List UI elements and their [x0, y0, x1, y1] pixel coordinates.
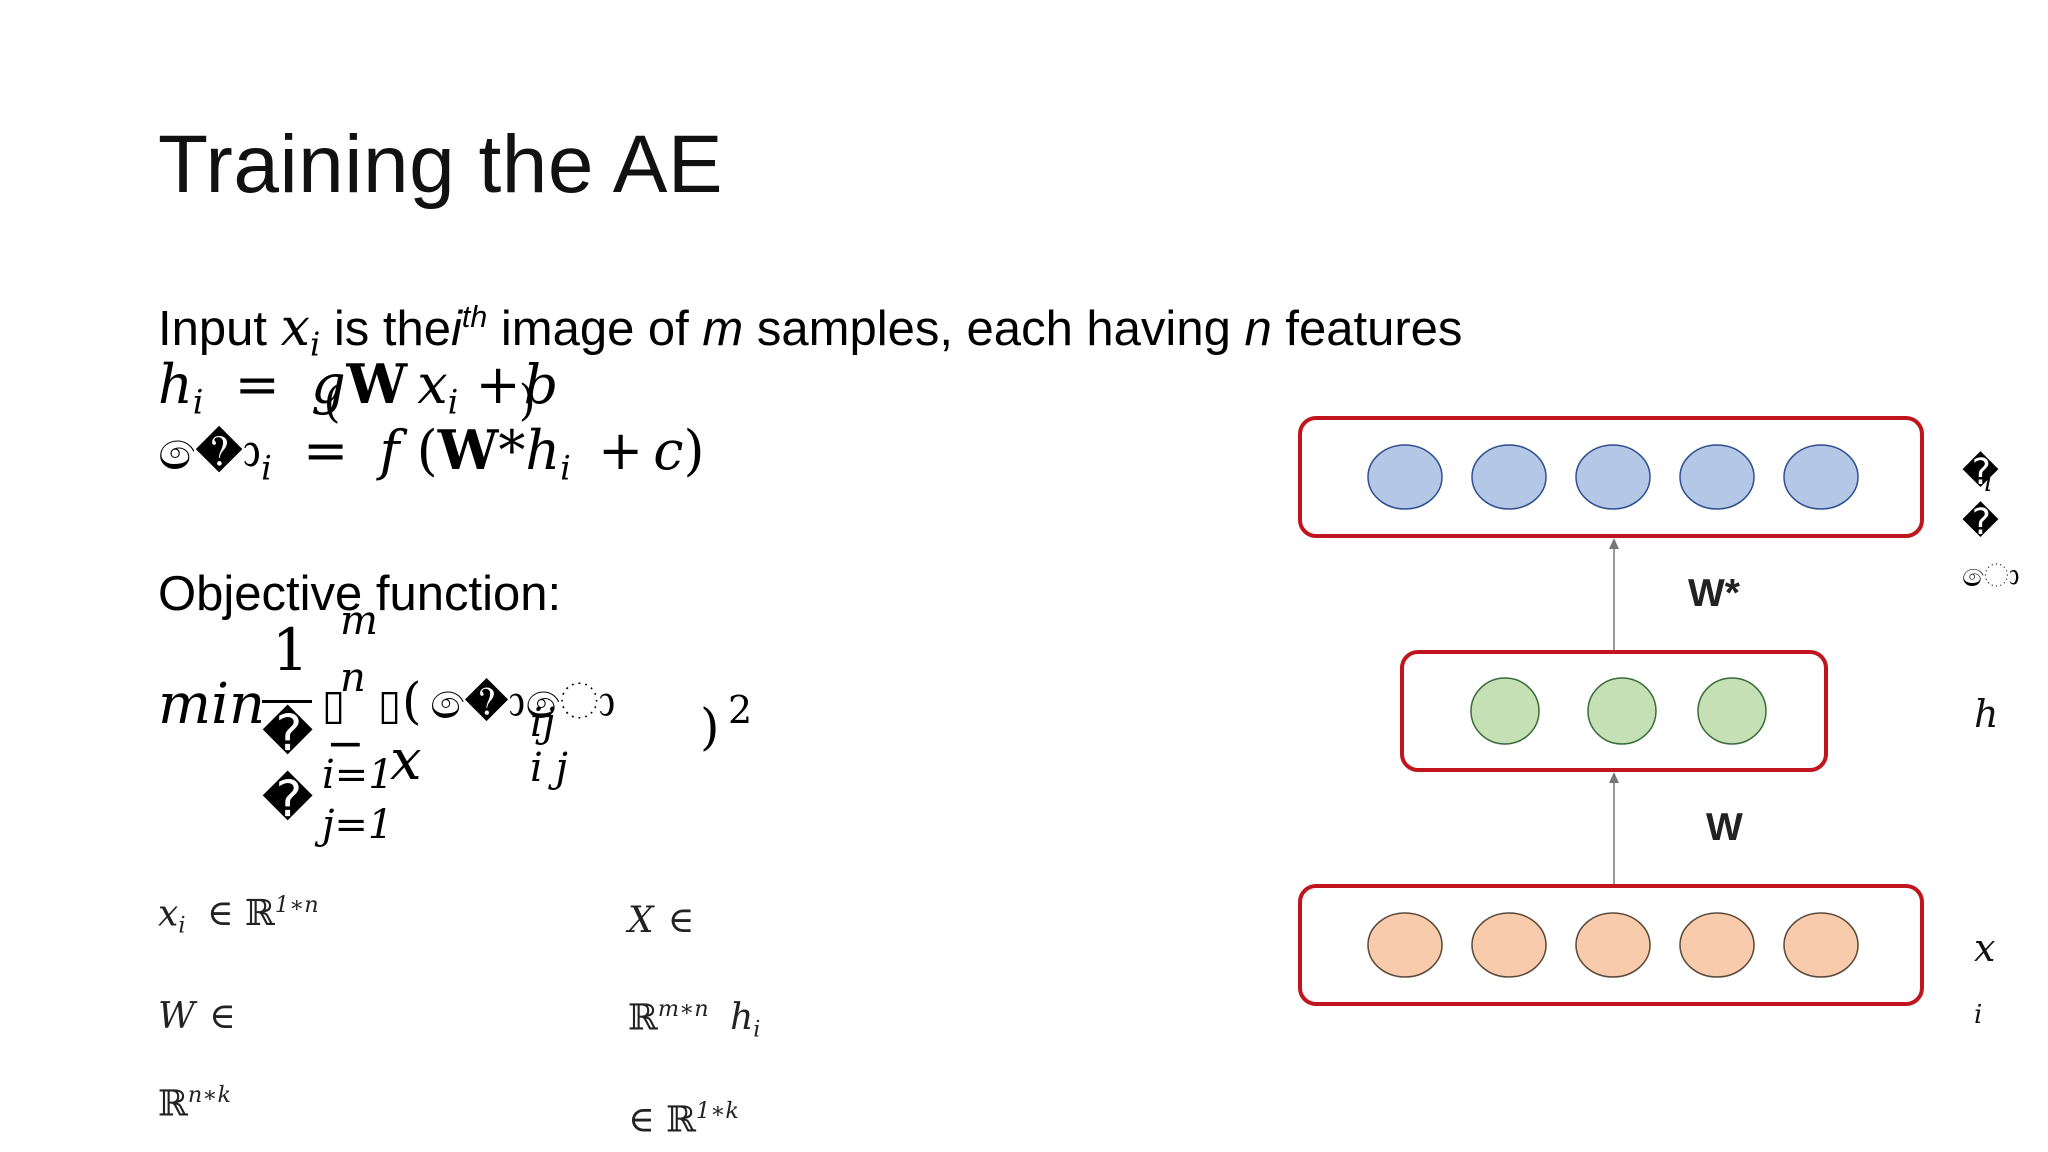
hidden-layer-box: [1400, 650, 1828, 772]
X-definition: X∈: [628, 900, 695, 941]
encoder-arrowhead: [1609, 772, 1619, 783]
input-node: [1679, 912, 1755, 978]
input-layer-nodes: [1367, 912, 1859, 978]
input-node: [1471, 912, 1547, 978]
output-node: [1575, 444, 1651, 510]
input-side-subscript: i: [1974, 1000, 1983, 1030]
input-node: [1367, 912, 1443, 978]
hi-definition: ∈ ℝ1∗k: [628, 1098, 739, 1141]
output-layer-box: [1298, 416, 1924, 538]
output-node: [1679, 444, 1755, 510]
hidden-side-label: h: [1974, 692, 1999, 736]
input-layer-box: [1298, 884, 1924, 1006]
input-side-label: x: [1974, 926, 1996, 970]
input-node: [1783, 912, 1859, 978]
hidden-layer-nodes: [1470, 677, 1767, 745]
R-nk-definition: ℝn∗k: [158, 1082, 231, 1125]
output-node: [1783, 444, 1859, 510]
hidden-node: [1697, 677, 1767, 745]
R-mn-definition: ℝm∗n hi: [628, 996, 761, 1043]
slide-title: Training the AE: [158, 119, 724, 210]
hidden-node: [1587, 677, 1657, 745]
hidden-node: [1470, 677, 1540, 745]
w-label: W: [1706, 806, 1743, 849]
output-layer-nodes: [1367, 444, 1859, 510]
objective-label: Objective function:: [158, 567, 562, 621]
input-node: [1575, 912, 1651, 978]
input-description: Input xi is theith image of m samples, e…: [158, 298, 1463, 364]
w-star-label: W*: [1688, 572, 1740, 615]
decoder-equation: �ොi = f (W*hi +c): [158, 418, 705, 488]
output-node: [1471, 444, 1547, 510]
output-node: [1367, 444, 1443, 510]
xi-definition: xi ∈ ℝ1∗n: [158, 892, 319, 939]
decoder-arrowhead: [1609, 538, 1619, 549]
output-side-label: � i � ො: [1962, 452, 2020, 594]
W-definition: W∈: [158, 996, 236, 1037]
